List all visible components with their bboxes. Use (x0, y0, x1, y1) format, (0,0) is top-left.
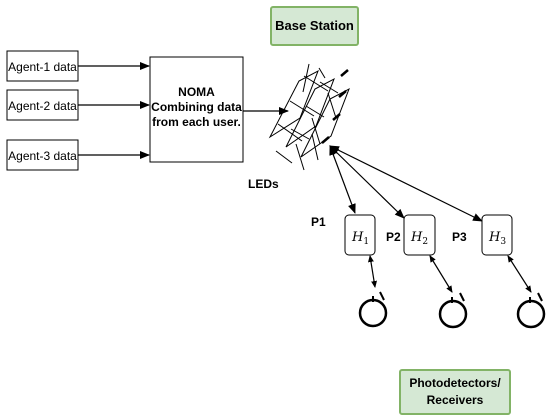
base-station-label: Base Station (275, 18, 354, 33)
noma-box: NOMA Combining data from each user. (149, 56, 244, 163)
channel-h2-box: H2 (403, 214, 436, 256)
svg-text:H2: H2 (410, 230, 428, 247)
noma-title: NOMA (178, 85, 215, 99)
path-3-label: P3 (452, 230, 467, 244)
h3-to-detector-arrow (507, 255, 532, 293)
led-array-icon (268, 63, 350, 171)
channel-h1-subscript: 1 (363, 237, 369, 247)
svg-text:H3: H3 (488, 230, 506, 247)
base-station-box: Base Station (270, 6, 359, 46)
path-3-arrow (329, 145, 483, 222)
channel-h3-box: H3 (481, 214, 513, 256)
leds-label: LEDs (248, 177, 279, 191)
svg-text:H1: H1 (351, 230, 369, 247)
noma-line-2: Combining data (151, 100, 242, 114)
agent-2-label: Agent-2 data (8, 99, 77, 113)
photodetector-2-icon (438, 292, 468, 329)
h1-to-detector-arrow (367, 255, 378, 288)
agent-1-box: Agent-1 data (6, 50, 79, 82)
noma-line-3: from each user. (152, 115, 241, 129)
path-1-label: P1 (311, 215, 326, 229)
channel-h2-symbol: H (410, 230, 423, 245)
receivers-label-line-1: Photodetectors/ (409, 376, 501, 390)
channel-h3-symbol: H (488, 230, 501, 245)
photodetector-1-icon (358, 291, 388, 328)
agent-2-box: Agent-2 data (6, 89, 79, 121)
agent-3-box: Agent-3 data (6, 139, 79, 171)
channel-h1-box: H1 (344, 214, 376, 256)
photodetector-3-icon (516, 292, 546, 329)
agent-1-label: Agent-1 data (8, 60, 77, 74)
agent-3-label: Agent-3 data (8, 149, 77, 163)
path-2-arrow (329, 145, 405, 219)
channel-h3-subscript: 3 (500, 237, 506, 247)
channel-h2-subscript: 2 (422, 237, 428, 247)
receivers-box: Photodetectors/ Receivers (399, 369, 511, 415)
h2-to-detector-arrow (429, 255, 453, 293)
receivers-label-line-2: Receivers (427, 393, 484, 407)
channel-h1-symbol: H (351, 230, 364, 245)
path-2-label: P2 (386, 230, 401, 244)
